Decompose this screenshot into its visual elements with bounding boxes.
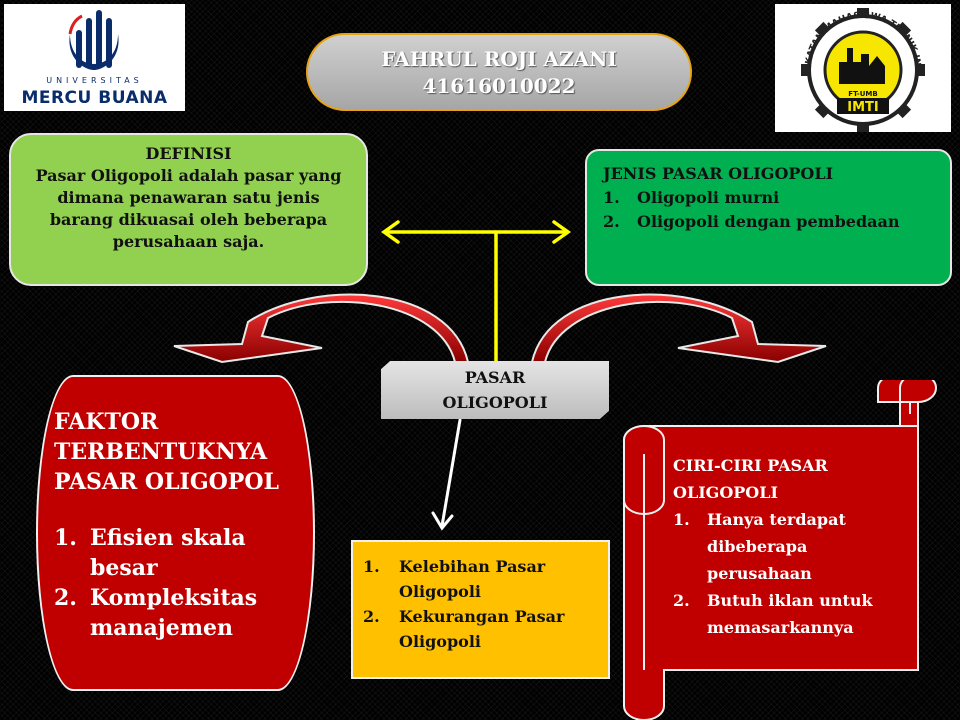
- mercu-buana-emblem-icon: [68, 10, 119, 70]
- author-nim: 41616010022: [422, 74, 576, 98]
- curved-arrow-left: [173, 293, 470, 364]
- ciri-list: 1.Hanya terdapat dibeberapa perusahaan 2…: [673, 506, 903, 641]
- kelebihan-box: 1.Kelebihan Pasar Oligopoli 2.Kekurangan…: [351, 540, 610, 679]
- ciri-scroll-shape: [623, 380, 938, 720]
- jenis-title: JENIS PASAR OLIGOPOLI: [603, 164, 834, 183]
- logo-univ-name-text: MERCU BUANA: [21, 88, 168, 108]
- list-item: 2.Kompleksitas manajemen: [54, 585, 258, 641]
- logo-univ-small-text: UNIVERSITAS: [46, 76, 143, 85]
- faktor-box: FAKTOR TERBENTUKNYA PASAR OLIGOPOL 1.Efi…: [36, 375, 315, 691]
- curved-arrow-right: [530, 293, 827, 364]
- list-item: 1.Oligopoli murni: [603, 188, 780, 207]
- list-item: 1.Hanya terdapat dibeberapa perusahaan: [673, 510, 846, 583]
- white-arrow-down: [431, 418, 462, 531]
- center-node-pasar-oligopoli: PASAR OLIGOPOLI: [381, 361, 609, 419]
- imti-name-text: IMTI: [847, 100, 878, 115]
- list-item: 1.Efisien skala besar: [54, 525, 246, 581]
- center-node-line1: PASAR: [464, 368, 526, 387]
- definisi-box: DEFINISI Pasar Oligopoli adalah pasar ya…: [9, 133, 368, 286]
- faktor-title: FAKTOR TERBENTUKNYA PASAR OLIGOPOL: [54, 409, 279, 495]
- definisi-body: Pasar Oligopoli adalah pasar yang dimana…: [35, 166, 342, 251]
- ciri-title: CIRI-CIRI PASAR OLIGOPOLI: [673, 456, 828, 502]
- list-item: 2.Kekurangan Pasar Oligopoli: [363, 607, 565, 651]
- center-node-line2: OLIGOPOLI: [442, 393, 548, 412]
- logo-imti: IKATAN MAHASISWA TEKNIK INDUSTRI FT-UMB …: [771, 0, 951, 132]
- definisi-title: DEFINISI: [145, 144, 232, 163]
- logo-mercu-buana: UNIVERSITAS MERCU BUANA: [4, 4, 185, 111]
- imti-gear-emblem-icon: IKATAN MAHASISWA TEKNIK INDUSTRI FT-UMB …: [771, 0, 925, 132]
- list-item: 2.Butuh iklan untuk memasarkannya: [673, 591, 873, 637]
- author-name: FAHRUL ROJI AZANI: [381, 47, 617, 71]
- jenis-list: 1.Oligopoli murni 2.Oligopoli dengan pem…: [603, 186, 934, 234]
- faktor-list: 1.Efisien skala besar 2.Kompleksitas man…: [54, 523, 299, 643]
- yellow-double-arrow: [380, 220, 572, 366]
- ciri-box: CIRI-CIRI PASAR OLIGOPOLI 1.Hanya terdap…: [673, 452, 903, 672]
- title-pill: FAHRUL ROJI AZANI 41616010022: [306, 33, 692, 111]
- jenis-box: JENIS PASAR OLIGOPOLI 1.Oligopoli murni …: [585, 149, 952, 286]
- kelebihan-list: 1.Kelebihan Pasar Oligopoli 2.Kekurangan…: [363, 554, 598, 654]
- list-item: 1.Kelebihan Pasar Oligopoli: [363, 557, 546, 601]
- imti-sub-text: FT-UMB: [848, 90, 877, 98]
- list-item: 2.Oligopoli dengan pembedaan: [603, 212, 900, 231]
